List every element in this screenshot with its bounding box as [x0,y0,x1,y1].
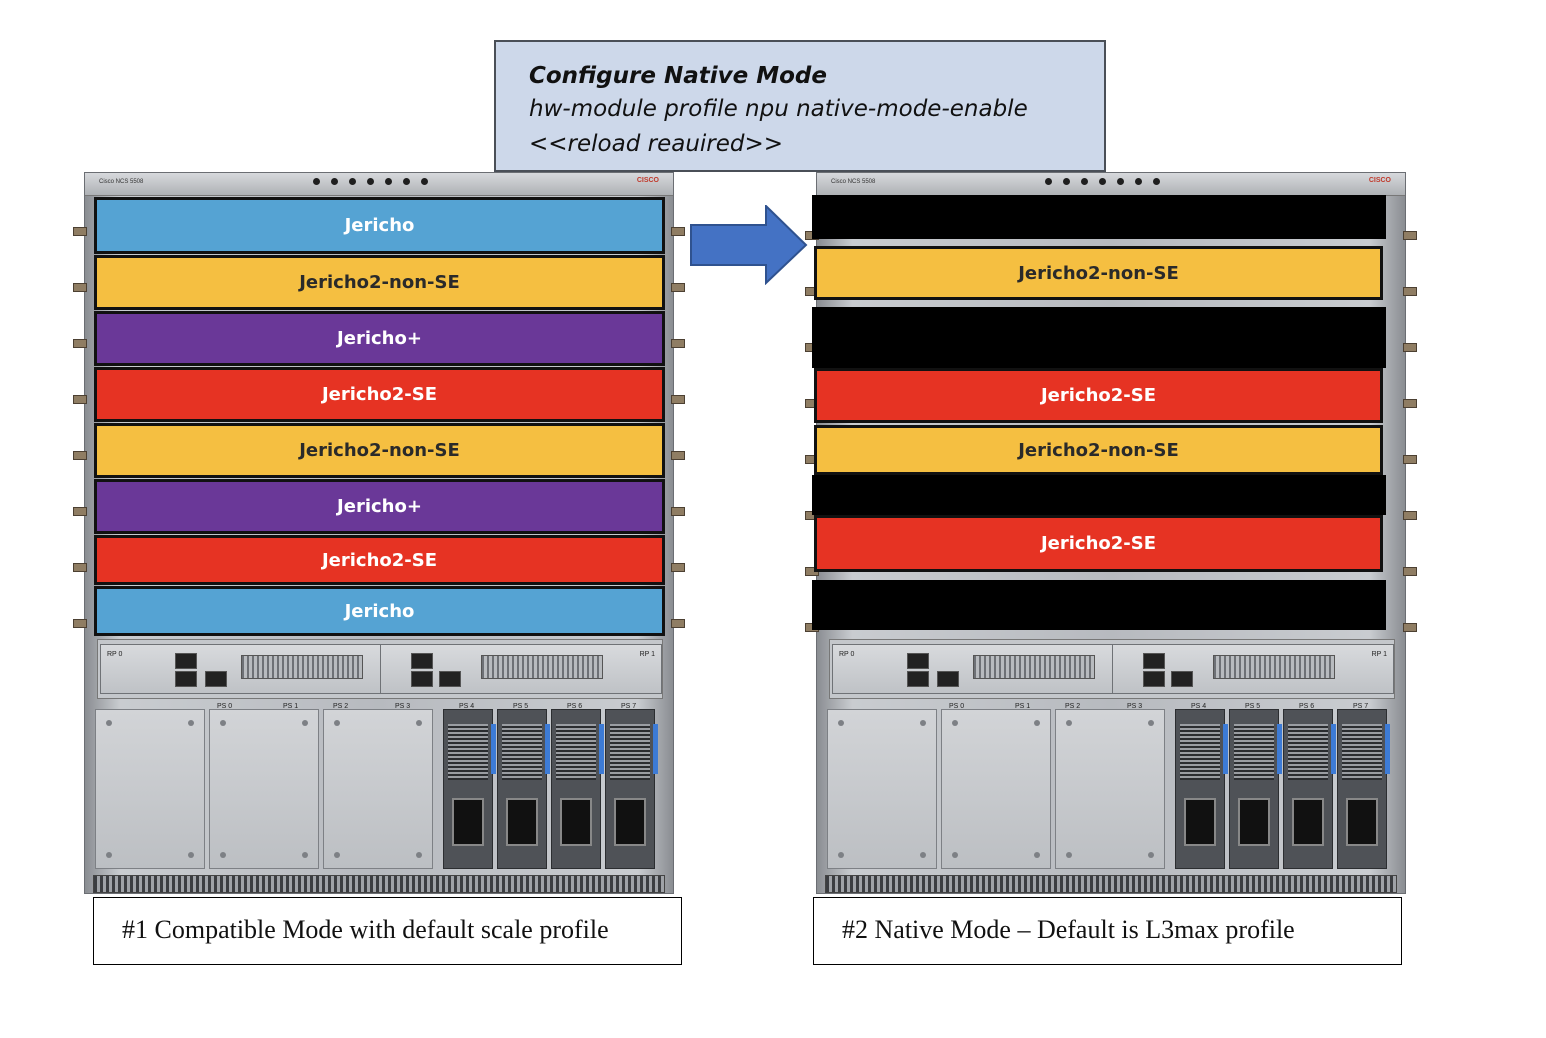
callout-command: hw-module profile npu native-mode-enable [529,96,1028,122]
right-arrow-icon [690,205,808,285]
line-card-jericho: Jericho [94,197,665,254]
callout-note: <<reload reauired>> [529,131,784,157]
native-mode-callout: Configure Native Mode hw-module profile … [494,40,1106,172]
route-processor-0: RP 0 [100,644,382,694]
cisco-logo: CISCO [636,177,659,184]
power-supply-unit [551,709,604,869]
compatible-mode-caption: #1 Compatible Mode with default scale pr… [93,897,682,965]
left-chassis: Cisco NCS 5508 CISCO Jericho Jericho2-no… [73,172,685,894]
line-card-jericho: Jericho [94,586,665,636]
power-supply-blank [95,709,205,869]
route-processor-row: RP 0 RP 1 [829,639,1395,699]
line-card-jericho2-se: Jericho2-SE [814,515,1383,572]
line-card-jericho2-se: Jericho2-SE [814,368,1383,423]
power-supply-blank [827,709,937,869]
power-supply-unit [497,709,550,869]
line-card-jericho-plus: Jericho+ [94,479,665,534]
rp1-label: RP 1 [639,651,655,658]
power-supply-unit [1229,709,1282,869]
power-supply-unit [605,709,658,869]
bottom-grille [825,875,1397,893]
rp0-label: RP 0 [107,651,123,658]
line-card-jericho2-se: Jericho2-SE [94,535,665,585]
empty-slot [812,475,1386,515]
right-chassis: Cisco NCS 5508 CISCO Jericho2-non-SE Jer… [805,172,1417,894]
line-card-jericho2-non-se: Jericho2-non-SE [814,246,1383,300]
rp0-label: RP 0 [839,651,855,658]
callout-title: Configure Native Mode [529,63,827,89]
power-supply-unit [1175,709,1228,869]
route-processor-0: RP 0 [832,644,1114,694]
power-supply-unit [443,709,496,869]
line-card-jericho2-non-se: Jericho2-non-SE [94,255,665,310]
native-mode-caption: #2 Native Mode – Default is L3max profil… [813,897,1402,965]
route-processor-1: RP 1 [380,644,662,694]
power-supply-blank [941,709,1051,869]
power-supply-blank [209,709,319,869]
chassis-model-label: Cisco NCS 5508 [831,179,876,185]
empty-slot [812,195,1386,239]
chassis-top-bar: Cisco NCS 5508 CISCO [817,173,1405,196]
status-leds [313,178,428,185]
route-processor-row: RP 0 RP 1 [97,639,663,699]
power-supply-row: PS 0 PS 1 PS 2 PS 3 PS 4 PS 5 PS 6 PS 7 [825,703,1397,875]
chassis-top-bar: Cisco NCS 5508 CISCO [85,173,673,196]
rp1-label: RP 1 [1371,651,1387,658]
empty-slot [812,580,1386,630]
power-supply-unit [1283,709,1336,869]
power-supply-blank [323,709,433,869]
cisco-logo: CISCO [1368,177,1391,184]
line-card-jericho2-non-se: Jericho2-non-SE [94,423,665,478]
chassis-model-label: Cisco NCS 5508 [99,179,144,185]
line-card-jericho2-non-se: Jericho2-non-SE [814,425,1383,475]
status-leds [1045,178,1160,185]
empty-slot [812,307,1386,368]
line-card-jericho2-se: Jericho2-SE [94,367,665,422]
line-card-jericho-plus: Jericho+ [94,311,665,366]
power-supply-blank [1055,709,1165,869]
power-supply-row: PS 0 PS 1 PS 2 PS 3 PS 4 PS 5 PS 6 PS 7 [93,703,665,875]
bottom-grille [93,875,665,893]
route-processor-1: RP 1 [1112,644,1394,694]
power-supply-unit [1337,709,1390,869]
